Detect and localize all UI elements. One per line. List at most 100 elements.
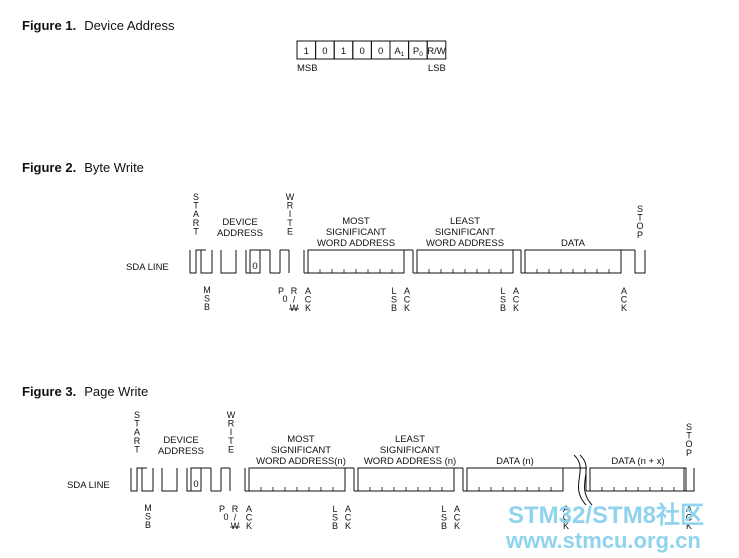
figure3-msw-label: WORD ADDRESS(n) (256, 456, 346, 467)
figure2-lsw-label: WORD ADDRESS (426, 238, 504, 249)
figure3-device-label: DEVICE (163, 435, 198, 446)
figure2-ack-label-char: K (513, 303, 519, 313)
figure2-ack-label-char: C (513, 295, 520, 305)
figure3-ack-label-char: A (454, 504, 460, 514)
figure3-rw-label-char: R (232, 504, 239, 514)
figure3-write-label-char: W (227, 410, 236, 420)
figure3-zero-bit-box (190, 467, 202, 492)
figure3-rw-label: R/W (231, 504, 240, 531)
figure3-device-label: ADDRESS (158, 446, 204, 457)
figure3-msw-label: SIGNIFICANT (271, 445, 331, 456)
figure2-stop-label-char: S (637, 204, 643, 214)
address-bit-cell (426, 40, 447, 60)
address-bit-label: 0 (322, 46, 327, 57)
figure3-lsb-label-char: B (332, 521, 338, 531)
figure2-start-label-char: R (193, 218, 200, 228)
figure3-lsw-label: SIGNIFICANT (380, 445, 440, 456)
figure2-msb-label: MSB (203, 285, 211, 312)
figure2-ack-label-char: A (404, 286, 410, 296)
address-bit-label: 1 (304, 46, 309, 57)
address-bit-label: 1 (341, 46, 346, 57)
figure1-lsb-label: LSB (428, 63, 446, 74)
figure2-write-label-char: T (287, 218, 293, 228)
figure2-stop-label-char: T (637, 213, 643, 223)
figure2-msb-label-char: B (204, 302, 210, 312)
figure3-ack-label-char: C (246, 513, 253, 523)
figure2-ack-label: ACK (305, 286, 312, 313)
figure2-write-label-char: W (286, 192, 295, 202)
figure3-msb-label-char: M (144, 503, 152, 513)
figure3-lsw-label: LEAST (395, 434, 425, 445)
figure3-ack-label-char: A (686, 504, 692, 514)
figure3-start-label-char: S (134, 410, 140, 420)
figure3-start-label-char: T (134, 444, 140, 454)
figure3-stop-label-char: P (686, 448, 692, 458)
figure2-write-label-char: R (287, 201, 294, 211)
figure3-ack-label: ACK (686, 504, 693, 531)
address-bit-label: A1 (394, 46, 404, 58)
figure3-ack-label-char: K (686, 521, 692, 531)
figure2-lsb-label-char: S (391, 295, 397, 305)
figure3-stop-label-char: T (686, 431, 692, 441)
page-break-mark (573, 454, 587, 506)
figure3-data-n-label: DATA (n) (496, 456, 534, 467)
figure2-write-label-char: I (289, 209, 292, 219)
figure2-stop-waveform (634, 250, 646, 274)
figure3-stop-label-char: O (685, 439, 692, 449)
figure2-msw-label: WORD ADDRESS (317, 238, 395, 249)
figure3-start-waveform (130, 467, 147, 492)
figure2-lsb-label: LSB (500, 286, 506, 313)
figure2-lsb-label-char: S (500, 295, 506, 305)
figure3-lsb-label-char: S (332, 513, 338, 523)
figure2-ack-label: ACK (621, 286, 628, 313)
figure2-msw-label: SIGNIFICANT (326, 227, 386, 238)
address-bit-label: R/W (427, 46, 446, 57)
figure3-ack-label-char: C (345, 513, 352, 523)
figure2-msb-label-char: S (204, 294, 210, 304)
figure1-caption: Device Address (84, 18, 175, 33)
figure3-lsb-label: LSB (332, 504, 338, 531)
figure3-ack-label-char: C (563, 513, 570, 523)
address-bit-label: 0 (359, 46, 364, 57)
figure2-number: Figure 2. (22, 160, 77, 175)
figure2-ack-label-char: C (404, 295, 411, 305)
figure2-rw-label-char: W (290, 303, 299, 313)
figure3-stop-waveform (683, 468, 695, 492)
figure2-lsb-label: LSB (391, 286, 397, 313)
figure3-title: Figure 3.Page Write (22, 384, 148, 399)
figure2-ack-label-char: C (621, 295, 628, 305)
figure2-zero-bit-box (249, 249, 261, 274)
figure3-start-label-char: T (134, 419, 140, 429)
figure2-ack-label: ACK (404, 286, 411, 313)
figure2-stop-label-char: O (636, 221, 643, 231)
figure3-write-label-char: E (228, 444, 234, 454)
figure1-title: Figure 1.Device Address (22, 18, 175, 33)
figure2-ack-label-char: K (305, 303, 311, 313)
figure3-device-bit-pulse (161, 468, 178, 492)
figure2-device-bit-pulse (245, 250, 251, 274)
figure3-msw-label: MOST (287, 434, 315, 445)
figure3-p0-sub-label: 0 (223, 512, 228, 522)
figure1-msb-label: MSB (297, 63, 318, 74)
figure2-rw-label-char: R (291, 286, 298, 296)
figure2-lsw-label: SIGNIFICANT (435, 227, 495, 238)
figure3-ack-label: ACK (246, 504, 253, 531)
figure3-start-label-char: A (134, 427, 140, 437)
figure3-ack-label-char: A (246, 504, 252, 514)
figure2-ack-label-char: K (621, 303, 627, 313)
watermark-line2: www.stmcu.org.cn (505, 528, 701, 553)
figure3-rw-label-char: / (234, 513, 237, 523)
figure2-device-label: ADDRESS (217, 228, 263, 239)
figure3-ack-label-char: A (563, 504, 569, 514)
figure3-p0-label: P (219, 504, 225, 514)
figure2-start-label-char: A (193, 209, 199, 219)
figure2-lsb-label-char: B (500, 303, 506, 313)
figure3-msb-label-char: B (145, 520, 151, 530)
figure2-device-label: DEVICE (222, 217, 257, 228)
figure3-ack-label-char: K (563, 521, 569, 531)
